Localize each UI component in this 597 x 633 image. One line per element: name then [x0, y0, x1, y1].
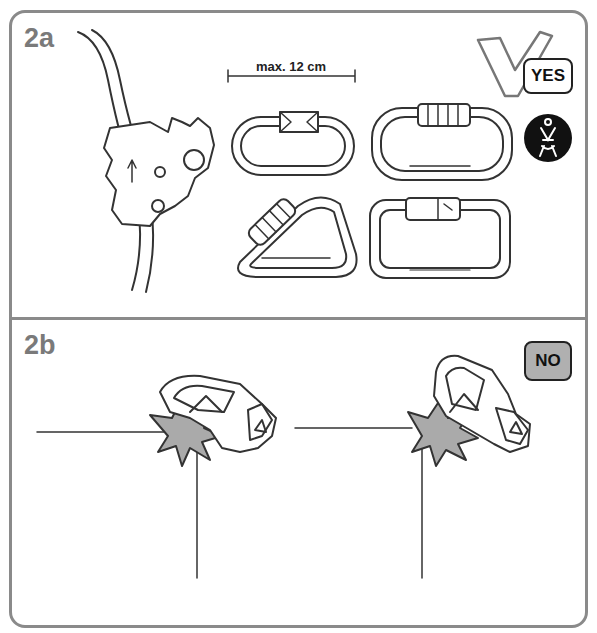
- carabiner-spine: [262, 257, 330, 259]
- attachment-hole: [184, 150, 204, 170]
- link-sleeve: [280, 112, 318, 132]
- rope-clamp: [446, 368, 484, 410]
- rope: [196, 448, 198, 578]
- locking-sleeve: [428, 104, 458, 126]
- rope: [421, 448, 423, 578]
- rope-clamp: [496, 408, 528, 444]
- rope-clamp: [248, 404, 272, 440]
- harness-icon: [540, 119, 556, 156]
- verdict-box: NO: [524, 341, 572, 381]
- rope-clamp: [104, 118, 214, 226]
- carabiner-spine: [410, 165, 470, 167]
- locking-sleeve: [406, 198, 460, 220]
- rope-clamp: [160, 376, 276, 452]
- attachment-hole: [510, 422, 522, 434]
- direction-arrow: [128, 160, 136, 182]
- rope: [295, 427, 412, 429]
- step-number: 2a: [24, 23, 54, 54]
- rope-clamp: [434, 356, 530, 452]
- rivet: [152, 200, 164, 212]
- verdict-text: YES: [531, 66, 565, 86]
- attachment-hole: [255, 420, 266, 432]
- locking-sleeve: [438, 198, 452, 220]
- harness-icon: [524, 114, 572, 162]
- rope-clamp: [174, 386, 234, 412]
- instruction-panel: 2bNO: [9, 317, 588, 628]
- verdict-box: YES: [523, 58, 573, 94]
- step-number: 2b: [24, 330, 56, 361]
- rope: [78, 32, 140, 290]
- instruction-panel: 2aYES: [9, 10, 588, 320]
- rivet: [155, 167, 165, 177]
- locking-sleeve: [246, 197, 297, 248]
- pear-carabiner: [238, 197, 357, 277]
- carabiner-spine: [410, 269, 470, 270]
- link-sleeve: [280, 112, 318, 132]
- rope: [37, 431, 168, 433]
- dimension-label: max. 12 cm: [253, 59, 329, 74]
- cam: [450, 394, 478, 412]
- verdict-text: NO: [535, 351, 561, 371]
- locking-sleeve: [418, 104, 470, 126]
- cam: [190, 396, 222, 412]
